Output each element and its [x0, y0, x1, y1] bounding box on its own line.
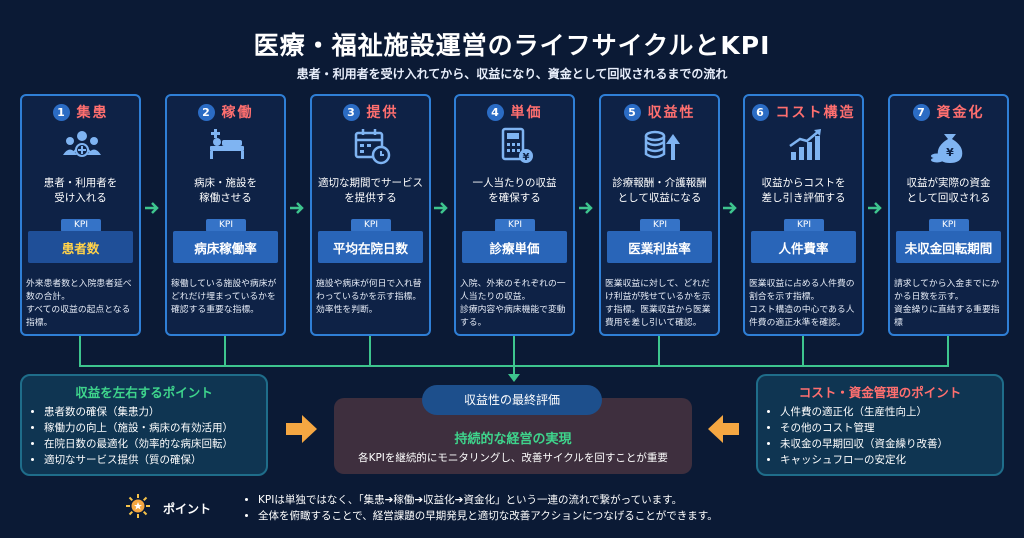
stage-card-2: 2 稼働 病床・施設を 稼働させる KPI 病床稼働率 稼働している施設や病床がど…	[165, 94, 286, 336]
footer-label: ポイント	[163, 502, 212, 516]
kpi-detail: 稼働している施設や病床がどれだけ埋まっているかを確認する重要な指標。	[171, 279, 277, 315]
list-item: その他のコスト管理	[780, 420, 948, 436]
stage-description: 病床・施設を 稼働させる	[194, 177, 257, 204]
kpi-tag: KPI	[61, 219, 101, 232]
flow-arrow-icon	[579, 202, 593, 214]
kpi-detail: 医業収益に対して、どれだけ利益が残せているかを示す指標。医業収益から医業費用を差…	[605, 279, 711, 328]
stage-name: 単価	[510, 105, 543, 121]
star-icon	[126, 494, 150, 518]
kpi-detail: 施設や病床が何日で入れ替わっているかを示す指標。効率性を判断。	[316, 279, 422, 315]
people-icon	[63, 131, 101, 157]
center-description: 各KPIを継続的にモニタリングし、改善サイクルを回すことが重要	[358, 452, 668, 464]
stage-card-5: 5 収益性 診療報酬・介護報酬 として収益になる KPI 医業利益率 医業収益に対…	[599, 94, 720, 336]
list-item: キャッシュフローの安定化	[780, 452, 948, 468]
stage-name: 収益性	[647, 105, 696, 121]
kpi-tag: KPI	[640, 219, 680, 232]
kpi-name: 未収金回転期間	[896, 231, 1001, 263]
right-arrow-icon	[286, 415, 317, 443]
cost-points-panel: コスト・資金管理のポイント 人件費の適正化（生産性向上） その他のコスト管理 未…	[756, 374, 1004, 476]
stage-card-3: 3 提供 適切な期間でサービス を提供する KPI 平均在院日数 施設や病床が何日…	[310, 94, 431, 336]
page-title: 医療・福祉施設運営のライフサイクルとKPI	[253, 31, 771, 60]
panel-title: コスト・資金管理のポイント	[798, 385, 962, 400]
stage-description: 収益からコストを 差し引き評価する	[761, 177, 846, 204]
panel-title: 収益を左右するポイント	[75, 385, 213, 400]
list-item: 患者数の確保（集患力）	[44, 404, 233, 420]
kpi-name: 診療単価	[462, 231, 567, 263]
kpi-tag: KPI	[495, 219, 535, 232]
kpi-tag: KPI	[784, 219, 824, 232]
stage-number: 6	[751, 103, 769, 121]
stage-card-4: 4 単価 ¥ 一人当たりの収益 を確保する KPI 診療単価 入院、外来のそれぞれ…	[454, 94, 575, 336]
stage-name: コスト構造	[775, 105, 856, 121]
list-item: 人件費の適正化（生産性向上）	[780, 404, 948, 420]
svg-text:¥: ¥	[523, 152, 530, 163]
calendar-clock-icon	[354, 129, 391, 165]
stage-name: 稼働	[221, 105, 254, 121]
coins-growth-icon	[644, 130, 680, 160]
left-arrow-icon	[708, 415, 739, 443]
hospital-bed-icon	[210, 129, 244, 159]
stage-name: 集患	[76, 105, 109, 121]
flow-arrow-icon	[723, 202, 737, 214]
bar-chart-icon	[789, 129, 821, 160]
stage-name: 提供	[366, 105, 399, 121]
kpi-name: 平均在院日数	[318, 231, 423, 263]
flow-arrow-icon	[145, 202, 159, 214]
stage-number: 1	[52, 103, 70, 121]
stage-number: 7	[912, 103, 930, 121]
stage-description: 患者・利用者を 受け入れる	[43, 177, 118, 204]
stage-description: 適切な期間でサービス を提供する	[318, 177, 423, 204]
kpi-detail: 外来患者数と入院患者延べ数の合計。 すべての収益の起点となる指標。	[26, 279, 132, 328]
stage-card-7: 7 資金化 ¥ 収益が実際の資金 として回収される KPI 未収金回転期間 請求し…	[888, 94, 1009, 336]
stage-description: 一人当たりの収益 を確保する	[472, 177, 557, 204]
list-item: 稼働力の向上（施設・病床の有効活用）	[44, 420, 233, 436]
final-evaluation-pill: 収益性の最終評価	[422, 385, 602, 415]
list-item: KPIは単独ではなく、「集患➔稼働➔収益化➔資金化」という一連の流れで繋がってい…	[258, 492, 718, 508]
stage-number: 2	[197, 103, 215, 121]
kpi-name: 病床稼働率	[173, 231, 278, 263]
svg-text:¥: ¥	[946, 146, 954, 159]
stage-number: 3	[342, 103, 360, 121]
page-subtitle: 患者・利用者を受け入れてから、収益になり、資金として回収されるまでの流れ	[296, 67, 728, 81]
stage-description: 診療報酬・介護報酬 として収益になる	[612, 177, 707, 204]
kpi-detail: 医業収益に占める人件費の割合を示す指標。 コスト構造の中心である人件費の適正水準…	[749, 279, 855, 328]
calculator-icon: ¥	[501, 127, 533, 163]
stage-card-6: 6 コスト構造 収益からコストを 差し引き評価する KPI 人件費率 医業収益に占…	[743, 94, 864, 336]
flow-arrow-icon	[290, 202, 304, 214]
revenue-points-list: 患者数の確保（集患力） 稼働力の向上（施設・病床の有効活用） 在院日数の最適化（…	[30, 404, 233, 468]
kpi-tag: KPI	[206, 219, 246, 232]
flow-arrow-icon	[434, 202, 448, 214]
kpi-name: 医業利益率	[607, 231, 712, 263]
stage-name: 資金化	[936, 105, 985, 121]
stage-card-1: 1 集患 患者・利用者を 受け入れる KPI 患者数 外来患者数と入院患者延べ数の…	[20, 94, 141, 336]
center-title: 持続的な経営の実現	[454, 432, 572, 447]
revenue-points-panel: 収益を左右するポイント 患者数の確保（集患力） 稼働力の向上（施設・病床の有効活…	[20, 374, 268, 476]
money-bag-icon: ¥	[931, 134, 963, 163]
stage-number: 4	[486, 103, 504, 121]
kpi-detail: 入院、外来のそれぞれの一人当たりの収益。 診療内容や病床機能で変動する。	[460, 279, 566, 328]
list-item: 在院日数の最適化（効率的な病床回転）	[44, 436, 233, 452]
list-item: 適切なサービス提供（質の確保）	[44, 452, 233, 468]
kpi-name: 人件費率	[751, 231, 856, 263]
kpi-tag: KPI	[351, 219, 391, 232]
stage-number: 5	[623, 103, 641, 121]
kpi-tag: KPI	[929, 219, 969, 232]
list-item: 全体を俯瞰することで、経営課題の早期発見と適切な改善アクションにつなげることがで…	[258, 508, 718, 524]
footer-points-list: KPIは単独ではなく、「集患➔稼働➔収益化➔資金化」という一連の流れで繋がってい…	[246, 492, 718, 524]
list-item: 未収金の早期回収（資金繰り改善）	[780, 436, 948, 452]
flow-arrow-icon	[868, 202, 882, 214]
cost-points-list: 人件費の適正化（生産性向上） その他のコスト管理 未収金の早期回収（資金繰り改善…	[766, 404, 948, 468]
kpi-detail: 請求してから入金までにかかる日数を示す。 資金繰りに直結する重要指標	[894, 279, 1000, 328]
kpi-name: 患者数	[28, 231, 133, 263]
stage-description: 収益が実際の資金 として回収される	[906, 177, 991, 204]
